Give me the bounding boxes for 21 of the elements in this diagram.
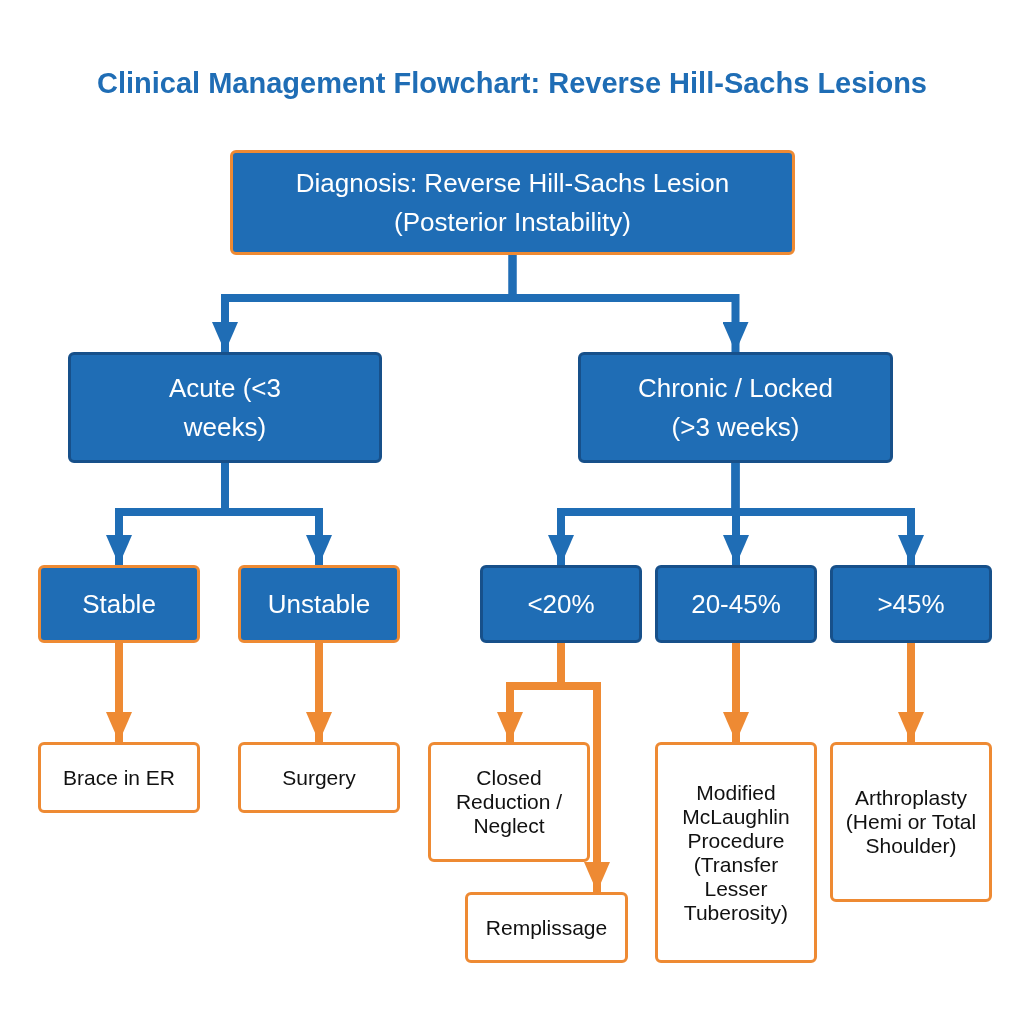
arrow (508, 255, 749, 352)
title: Clinical Management Flowchart: Reverse Hill-Sachs Lesions (96, 66, 928, 101)
arrow (731, 463, 924, 565)
process-box: Acute (<3 weeks) (68, 352, 382, 463)
arrow (723, 643, 749, 742)
outcome-box: Arthroplasty (Hemi or Total Shoulder) (830, 742, 992, 902)
process-box: 20-45% (655, 565, 817, 643)
process-box: Unstable (238, 565, 400, 643)
arrow (106, 643, 132, 742)
outcome-box: Surgery (238, 742, 400, 813)
process-box: >45% (830, 565, 992, 643)
process-box: Chronic / Locked (>3 weeks) (578, 352, 893, 463)
process-box: Diagnosis: Reverse Hill-Sachs Lesion (Posterior Instability) (230, 150, 795, 255)
arrow (306, 643, 332, 742)
outcome-box: Closed Reduction / Neglect (428, 742, 590, 862)
process-box: Stable (38, 565, 200, 643)
outcome-box: Remplissage (465, 892, 628, 963)
process-box: <20% (480, 565, 642, 643)
arrow (898, 643, 924, 742)
outcome-box: Brace in ER (38, 742, 200, 813)
outcome-box: Modified McLaughlin Procedure (Transfer Lesser Tuberosity) (655, 742, 817, 963)
